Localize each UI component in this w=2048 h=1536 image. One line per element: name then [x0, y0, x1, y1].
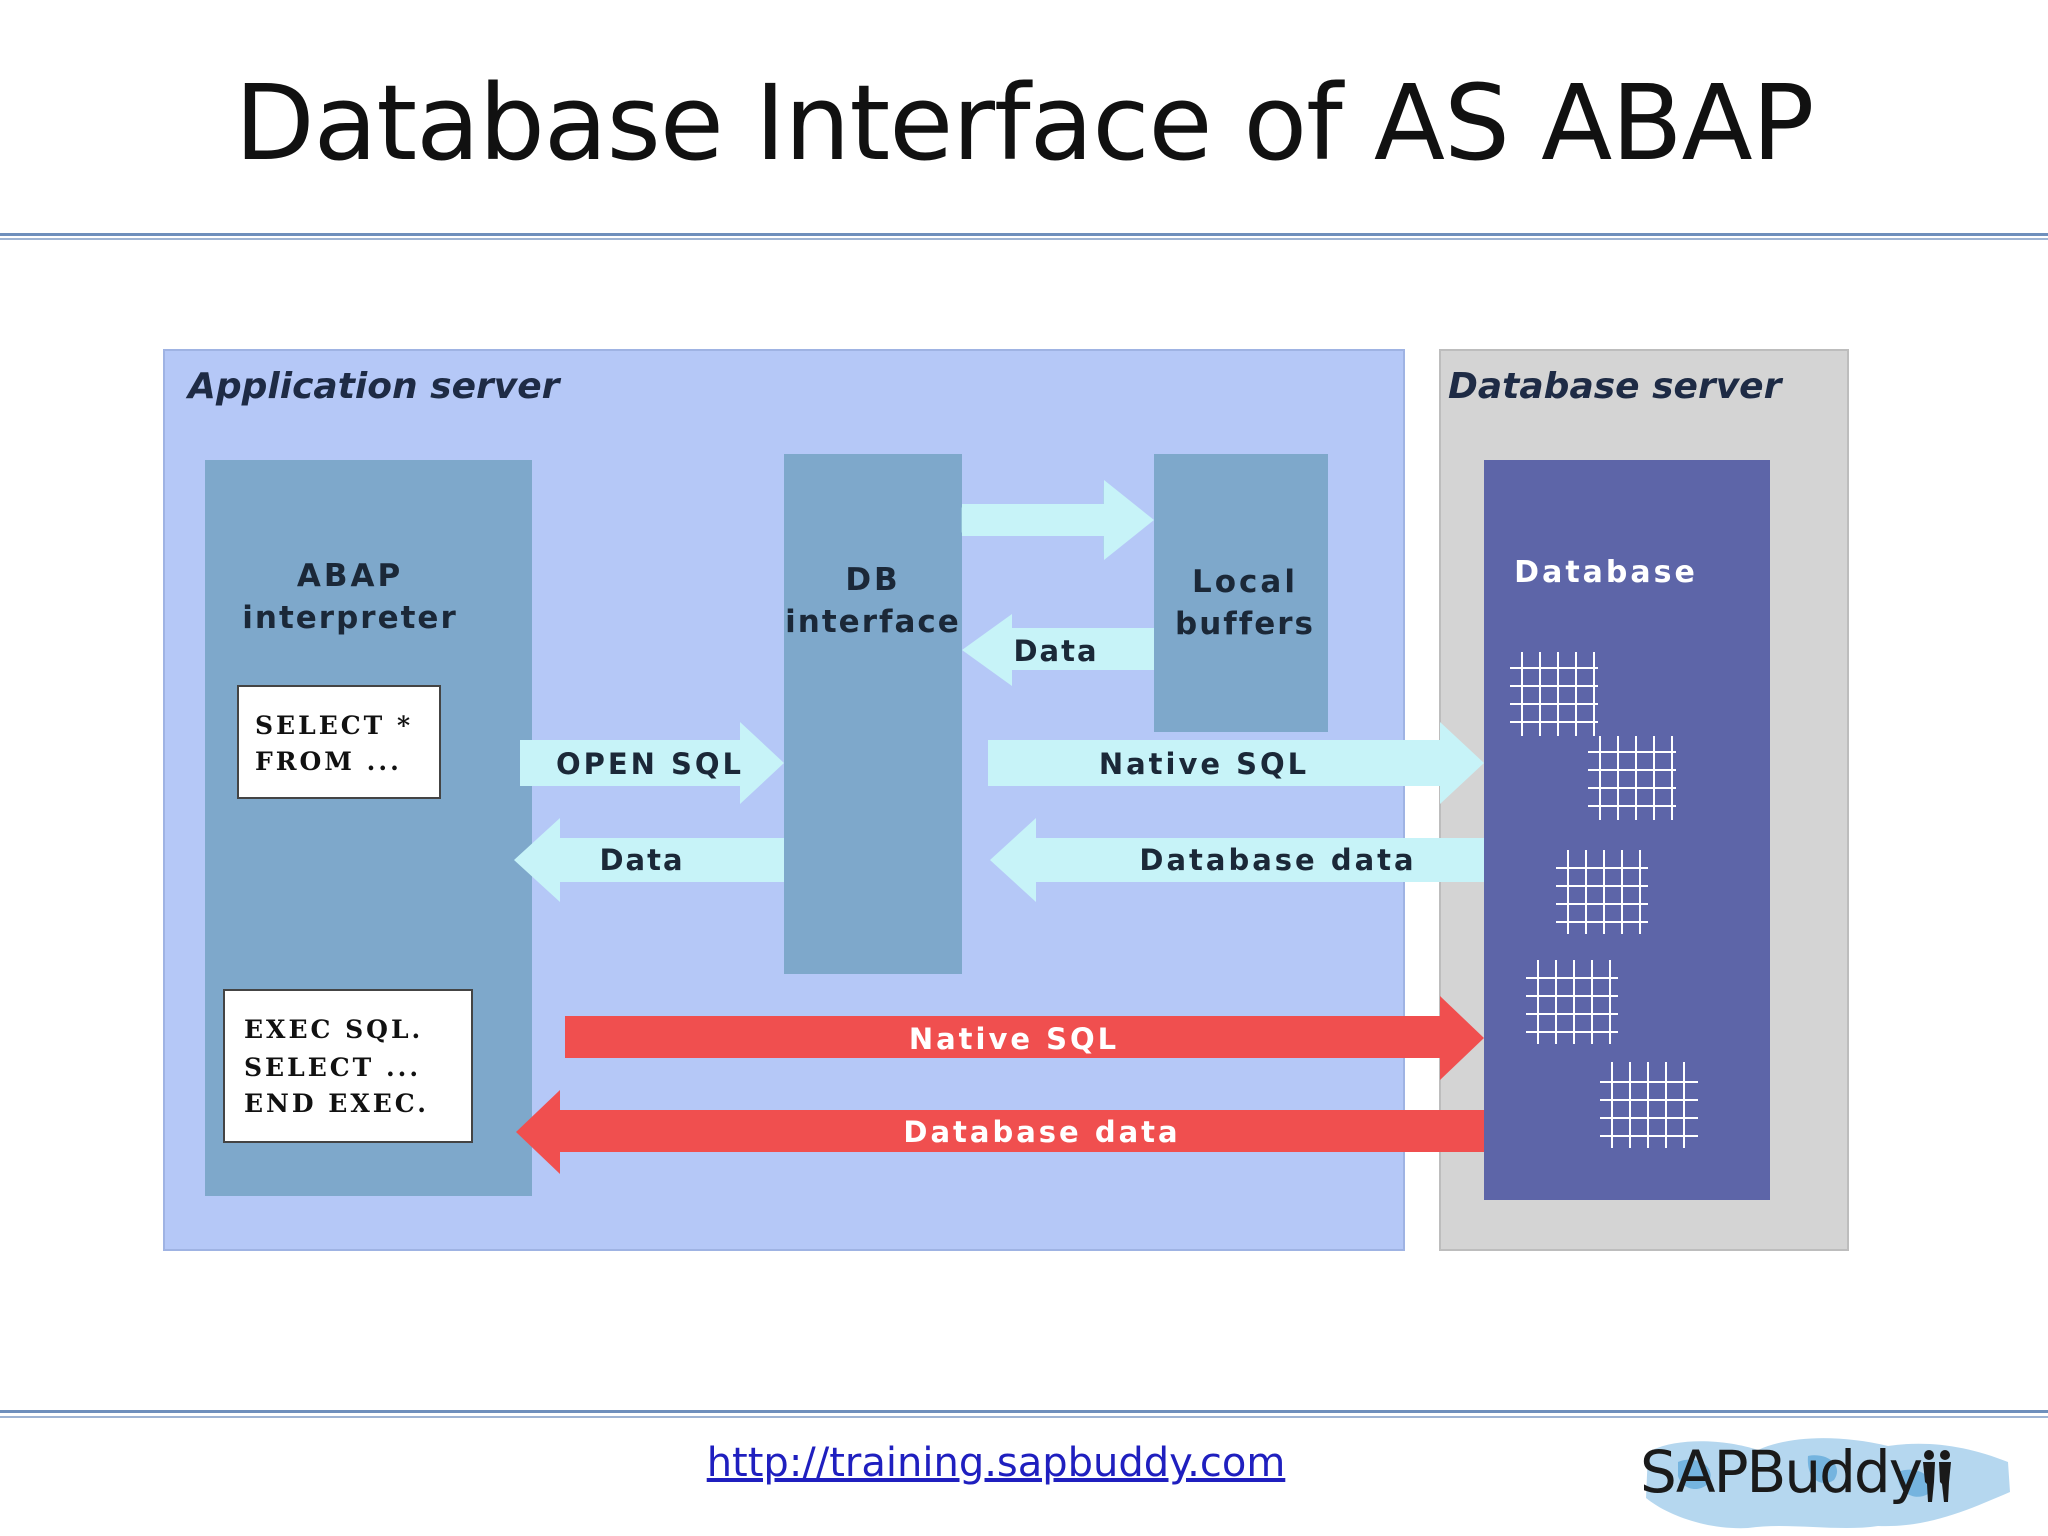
table-grid-icon — [1588, 736, 1676, 820]
arrow-open-sql-label: OPEN SQL — [556, 747, 744, 781]
open-sql-code-line-2: FROM ... — [255, 747, 402, 776]
arrow-buffers-data — [962, 614, 1154, 686]
database-server-label: Database server — [1448, 366, 1784, 407]
table-grid-icon — [1600, 1062, 1698, 1148]
application-server-label: Application server — [185, 366, 562, 407]
arrow-database-data-red-label: Database data — [903, 1115, 1180, 1149]
db-interface-label-2: interface — [785, 604, 961, 640]
people-icon — [1923, 1450, 1951, 1502]
database-block — [1484, 460, 1770, 1200]
sapbuddy-logo-world-map — [1646, 1438, 2010, 1529]
arrow-database-data-red — [516, 1090, 1484, 1174]
arrow-database-data-light — [990, 818, 1484, 902]
arrow-native-sql-light — [988, 722, 1484, 804]
arrow-to-local-buffers-shape — [962, 480, 1154, 560]
bottom-divider-thin — [0, 1416, 2048, 1418]
open-sql-code-line-1: SELECT * — [255, 711, 413, 740]
local-buffers-label-1: Local — [1192, 564, 1298, 600]
table-grid-icon — [1510, 652, 1598, 736]
arrow-data-back — [514, 818, 784, 902]
open-sql-code-box — [237, 685, 441, 799]
top-divider-thin — [0, 238, 2048, 240]
arrow-native-sql-red — [565, 996, 1484, 1080]
arrow-native-sql-red-label: Native SQL — [909, 1022, 1119, 1056]
footer-link[interactable]: http://training.sapbuddy.com — [706, 1440, 1286, 1486]
arrow-buffers-data-label: Data — [1013, 634, 1098, 668]
table-grid-icon — [1556, 850, 1648, 934]
local-buffers-block — [1154, 454, 1328, 732]
table-grid-icon — [1526, 960, 1618, 1044]
arrow-native-sql-light-label: Native SQL — [1099, 747, 1309, 781]
arrow-data-back-label: Data — [599, 843, 684, 877]
db-interface-label-1: DB — [845, 562, 900, 598]
arrow-open-sql — [520, 722, 784, 804]
sapbuddy-logo-text: SAPBuddy — [1640, 1438, 1923, 1506]
abap-interpreter-label-2: interpreter — [242, 600, 457, 636]
native-sql-code-line-3: END EXEC. — [244, 1089, 429, 1118]
database-label: Database — [1514, 555, 1698, 590]
slide-title: Database Interface of AS ABAP — [234, 62, 1815, 184]
native-sql-code-line-2: SELECT ... — [244, 1053, 421, 1082]
native-sql-code-line-1: EXEC SQL. — [244, 1015, 423, 1044]
abap-interpreter-label-1: ABAP — [297, 558, 403, 594]
top-divider — [0, 233, 2048, 236]
arrow-database-data-light-label: Database data — [1139, 843, 1416, 877]
bottom-divider — [0, 1410, 2048, 1413]
native-sql-code-box — [223, 989, 473, 1143]
local-buffers-label-2: buffers — [1175, 606, 1315, 642]
db-interface-block — [784, 454, 962, 974]
